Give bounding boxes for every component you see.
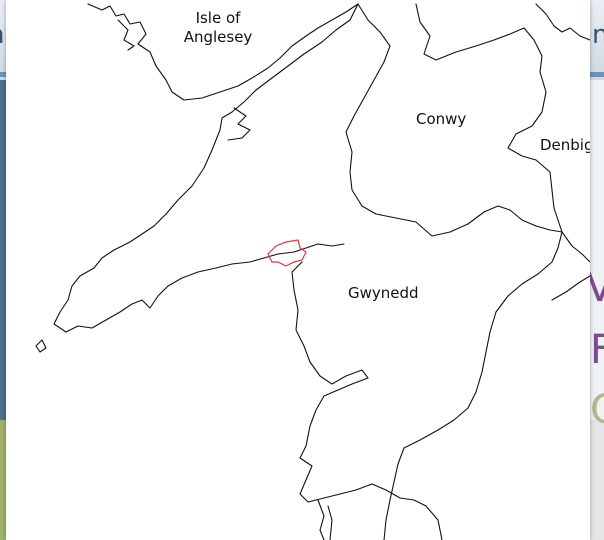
powys-border	[551, 231, 590, 301]
denbigh-border	[535, 3, 590, 41]
gwynedd-east-border	[383, 231, 563, 540]
menai-coastline	[53, 3, 359, 333]
menai-inlet	[227, 107, 251, 141]
small-island	[35, 339, 47, 353]
south-border	[371, 483, 443, 540]
region-label-denbighshire: Denbig	[540, 136, 590, 154]
cardigan-bay-coastline	[291, 261, 373, 503]
dovey-estuary	[317, 499, 333, 540]
anglesey-inlet	[117, 19, 135, 51]
background-text-fragment: n	[592, 20, 604, 50]
conwy-east-border	[415, 3, 563, 233]
background-text-fragment: V	[586, 265, 604, 311]
conwy-border	[345, 3, 563, 237]
north-wales-map	[35, 3, 590, 540]
region-label-anglesey: Isle of Anglesey	[183, 9, 253, 46]
anglesey-coastline	[87, 3, 359, 101]
region-label-conwy: Conwy	[416, 110, 467, 128]
background-text-fragment: F	[590, 327, 604, 373]
background-text-fragment: n	[0, 22, 4, 48]
llyn-south-coastline	[65, 243, 345, 333]
region-label-gwynedd: Gwynedd	[348, 284, 419, 302]
highlighted-area-outline	[267, 239, 307, 267]
background-text-fragment: C	[590, 387, 604, 433]
map-panel: Isle of Anglesey Conwy Denbig Gwynedd	[6, 0, 590, 540]
